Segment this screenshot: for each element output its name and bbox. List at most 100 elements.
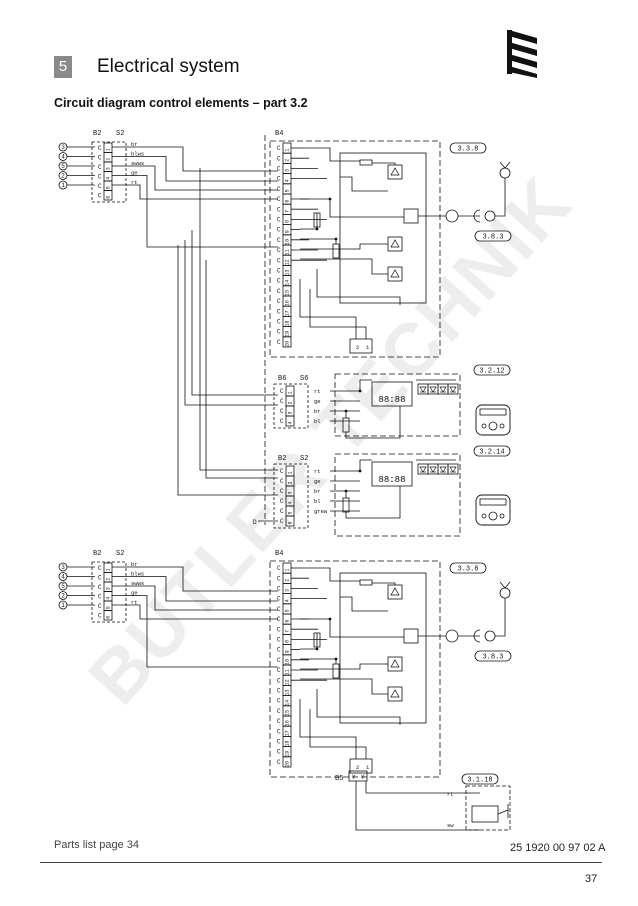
bottom-plug-pin-label: 5 bbox=[106, 606, 112, 609]
diode-icon bbox=[449, 386, 457, 393]
wire bbox=[495, 177, 506, 217]
contact-c: C bbox=[277, 606, 281, 613]
wire bbox=[340, 596, 388, 612]
top-b4-pin-label: 17 bbox=[285, 310, 291, 316]
b6-panel-frame bbox=[334, 373, 461, 437]
contact-c: C bbox=[277, 298, 281, 305]
top-harness-wire bbox=[112, 165, 278, 191]
wire bbox=[300, 618, 404, 638]
top-b4-pin-label: 7 bbox=[285, 210, 291, 213]
bottom-diagnose-connector bbox=[349, 758, 373, 774]
wire bbox=[300, 198, 404, 218]
b2-panel-wire-label: rt bbox=[314, 468, 321, 475]
b2-panel-frame bbox=[334, 453, 461, 537]
contact-c: C bbox=[277, 319, 281, 326]
contact-c: C bbox=[277, 176, 281, 183]
contact-c: C bbox=[98, 584, 102, 591]
top-plug-pin-label: 4 bbox=[106, 177, 112, 180]
section-number-badge: 5 bbox=[54, 56, 72, 78]
top-resistor bbox=[332, 243, 340, 259]
junction-dot bbox=[334, 657, 338, 661]
top-relay bbox=[387, 164, 403, 180]
top-harness-wire bbox=[112, 146, 278, 172]
bottom-ref-tag-2: 3.8.3 bbox=[482, 654, 503, 662]
bottom-antenna-icon bbox=[499, 587, 511, 599]
b2-panel-plug-pin bbox=[285, 515, 295, 527]
relay-icon bbox=[390, 659, 400, 668]
b2-panel-plug-pin-label: 3 bbox=[288, 491, 294, 494]
bottom-b4-pin-label: 3 bbox=[285, 589, 291, 592]
top-b4-pin-label: 4 bbox=[285, 179, 291, 182]
plug-symbol bbox=[473, 629, 481, 643]
contact-c: C bbox=[277, 155, 281, 162]
contact-c: C bbox=[280, 478, 284, 485]
contact-c: C bbox=[98, 565, 102, 572]
top-relay bbox=[387, 266, 403, 282]
top-relay bbox=[387, 236, 403, 252]
timer-button-icon bbox=[481, 513, 487, 519]
bottom-conn-pin: 2 bbox=[356, 764, 359, 771]
top-plug-pin-label: 3 bbox=[106, 167, 112, 170]
bottom-b4-pin-label: 15 bbox=[285, 710, 291, 716]
b2-panel-plug-pin-label: 2 bbox=[288, 481, 294, 484]
contact-c: C bbox=[277, 637, 281, 644]
relay-icon bbox=[390, 587, 400, 596]
contact-c: C bbox=[277, 166, 281, 173]
timer-button-icon bbox=[499, 423, 505, 429]
relay-icon bbox=[390, 239, 400, 248]
top-plug-pin-label: 1 bbox=[106, 148, 112, 151]
section-title: Electrical system bbox=[97, 56, 240, 77]
b2-panel-plug-pin-label: 1 bbox=[288, 471, 294, 474]
wire bbox=[300, 678, 388, 695]
bottom-output-relay bbox=[403, 628, 419, 644]
contact-c: C bbox=[277, 596, 281, 603]
b2-panel-wire-label: ge bbox=[314, 478, 321, 485]
plug-symbol bbox=[473, 209, 481, 223]
bottom-relay bbox=[387, 686, 403, 702]
top-b4-pin-label: 14 bbox=[285, 280, 291, 286]
contact-c: C bbox=[277, 186, 281, 193]
contact-c: C bbox=[277, 759, 281, 766]
ground-symbol: D bbox=[253, 519, 257, 526]
top-ref-tag-1-frame bbox=[449, 142, 487, 154]
top-wire-label: ge bbox=[131, 170, 138, 177]
wire bbox=[497, 809, 509, 815]
timer-button-icon bbox=[499, 513, 505, 519]
contact-c: C bbox=[277, 278, 281, 285]
bottom-b4-label: B4 bbox=[275, 550, 283, 558]
top-b4-pin-label: 20 bbox=[285, 341, 291, 347]
b6-panel-plug-frame bbox=[273, 383, 309, 429]
top-plug-pin-label: 5 bbox=[106, 186, 112, 189]
bottom-b4-frame bbox=[269, 560, 441, 778]
wire bbox=[316, 689, 401, 725]
top-b4-pin-label: 3 bbox=[285, 169, 291, 172]
contact-c: C bbox=[277, 339, 281, 346]
b2-ref-tag: 3.2.14 bbox=[479, 449, 504, 457]
contact-c: C bbox=[277, 626, 281, 633]
wire bbox=[300, 633, 318, 650]
bottom-resistor bbox=[359, 579, 373, 586]
b6-panel-plug-pin-label: 1 bbox=[288, 391, 294, 394]
bottom-b4-pin-label: 11 bbox=[285, 669, 291, 675]
contact-c: C bbox=[280, 508, 284, 515]
bottom-b4-pin-label: 17 bbox=[285, 730, 291, 736]
bottom-plug-b2-label: B2 bbox=[93, 550, 101, 558]
timer-knob-icon bbox=[488, 511, 498, 521]
contact-c: C bbox=[98, 164, 102, 171]
top-diagnose-connector bbox=[349, 338, 373, 354]
wire bbox=[299, 699, 357, 759]
bottom-plug-s2-label: S2 bbox=[116, 550, 124, 558]
bottom-wire bbox=[365, 781, 480, 794]
bottom-wire-label: ge bbox=[131, 590, 138, 597]
harness-wire bbox=[177, 245, 278, 496]
top-b4-pin-label: 15 bbox=[285, 290, 291, 296]
diagram-subtitle: Circuit diagram control elements – part … bbox=[54, 96, 308, 110]
top-input-label: 1 bbox=[61, 182, 65, 189]
top-harness-wire bbox=[112, 184, 278, 200]
contact-c: C bbox=[280, 408, 284, 415]
contact-c: C bbox=[277, 217, 281, 224]
contact-c: C bbox=[280, 488, 284, 495]
bottom-plug-pin-label: 4 bbox=[106, 597, 112, 600]
bottom-wire-label: rt bbox=[131, 599, 138, 606]
bottom-ref-tag-2-frame bbox=[474, 650, 512, 662]
